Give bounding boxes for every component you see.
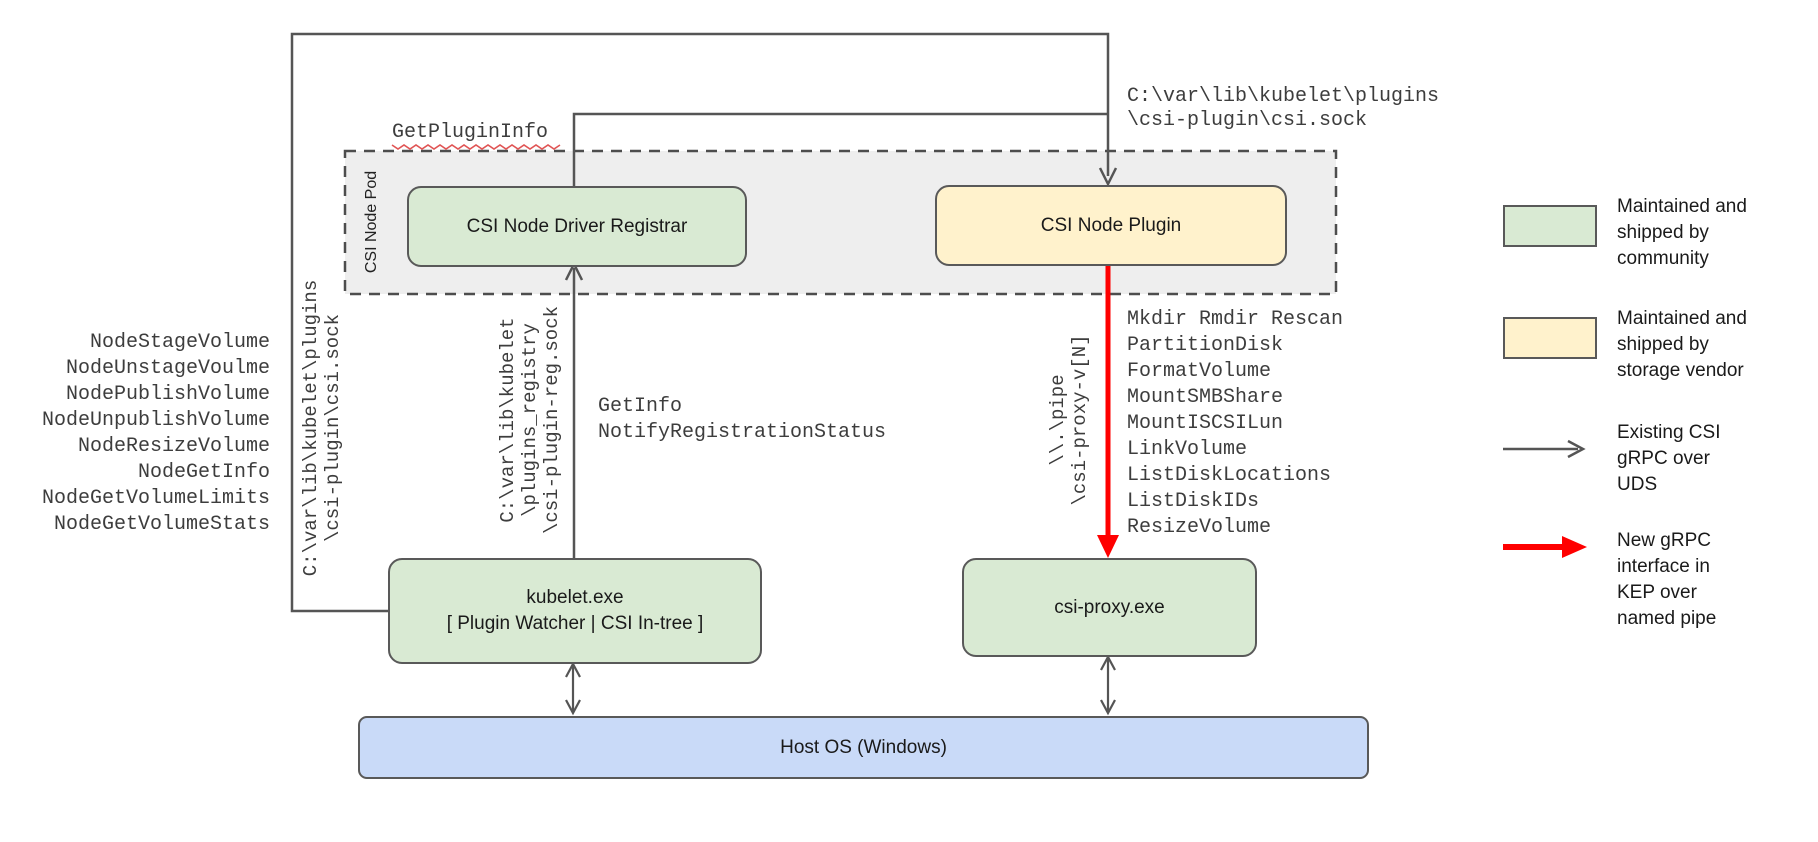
csi-sock-path-label: C:\var\lib\kubelet\plugins \csi-plugin\c… — [1127, 85, 1440, 132]
legend-community-swatch — [1503, 205, 1597, 247]
kubelet-hostos-up-arrowhead-icon — [565, 661, 581, 678]
legend-pipe-arrowhead-icon — [1562, 536, 1587, 558]
kubelet-box: kubelet.exe [ Plugin Watcher | CSI In-tr… — [388, 558, 762, 664]
host-os-box: Host OS (Windows) — [358, 716, 1369, 779]
plugin-arrowhead-icon — [1098, 167, 1118, 187]
kubelet-hostos-down-arrowhead-icon — [565, 699, 581, 716]
legend-uds-arrowhead-icon — [1567, 439, 1586, 459]
registration-api-label: GetInfo NotifyRegistrationStatus — [598, 395, 887, 444]
csi-node-driver-registrar-box: CSI Node Driver Registrar — [407, 186, 747, 267]
csi-node-plugin-box: CSI Node Plugin — [935, 185, 1287, 266]
kubelet-to-plugin-connector — [290, 32, 1110, 613]
pipe-path-vertical-label: \\.\pipe \csi-proxy-v[N] — [1047, 334, 1091, 506]
proxy-red-arrowhead-icon — [1097, 535, 1119, 558]
kubelet-rpc-list: NodeStageVolume NodeUnstageVoulme NodePu… — [41, 331, 270, 536]
proxy-api-list: Mkdir Rmdir Rescan PartitionDisk FormatV… — [1127, 308, 1344, 539]
proxy-hostos-up-arrowhead-icon — [1100, 654, 1116, 671]
csi-proxy-box: csi-proxy.exe — [962, 558, 1257, 657]
legend-vendor-swatch — [1503, 317, 1597, 359]
csi-node-pod-label: CSI Node Pod — [363, 170, 380, 274]
registration-sock-path-vertical-label: C:\var\lib\kubelet \plugins_registry \cs… — [497, 305, 563, 535]
legend-pipe-label: New gRPC interface in KEP over named pip… — [1617, 530, 1717, 629]
spellcheck-squiggle-icon — [391, 144, 561, 150]
legend-uds-label: Existing CSI gRPC over UDS — [1617, 422, 1721, 495]
get-plugin-info-label: GetPluginInfo — [392, 121, 549, 144]
legend-community-label: Maintained and shipped by community — [1617, 196, 1747, 269]
kubelet-sock-path-vertical-label: C:\var\lib\kubelet\plugins \csi-plugin\c… — [300, 279, 344, 577]
csi-node-driver-registrar-label: CSI Node Driver Registrar — [466, 215, 688, 237]
legend-vendor-label: Maintained and shipped by storage vendor — [1617, 308, 1747, 381]
registrar-to-plugin-connector — [572, 112, 1108, 186]
proxy-hostos-down-arrowhead-icon — [1100, 699, 1116, 716]
kubelet-label-line2: [ Plugin Watcher | CSI In-tree ] — [446, 613, 704, 634]
csi-proxy-label: csi-proxy.exe — [1054, 596, 1165, 618]
host-os-label: Host OS (Windows) — [780, 736, 947, 758]
kubelet-label-line1: kubelet.exe — [526, 587, 624, 608]
csi-node-plugin-label: CSI Node Plugin — [1040, 214, 1182, 236]
